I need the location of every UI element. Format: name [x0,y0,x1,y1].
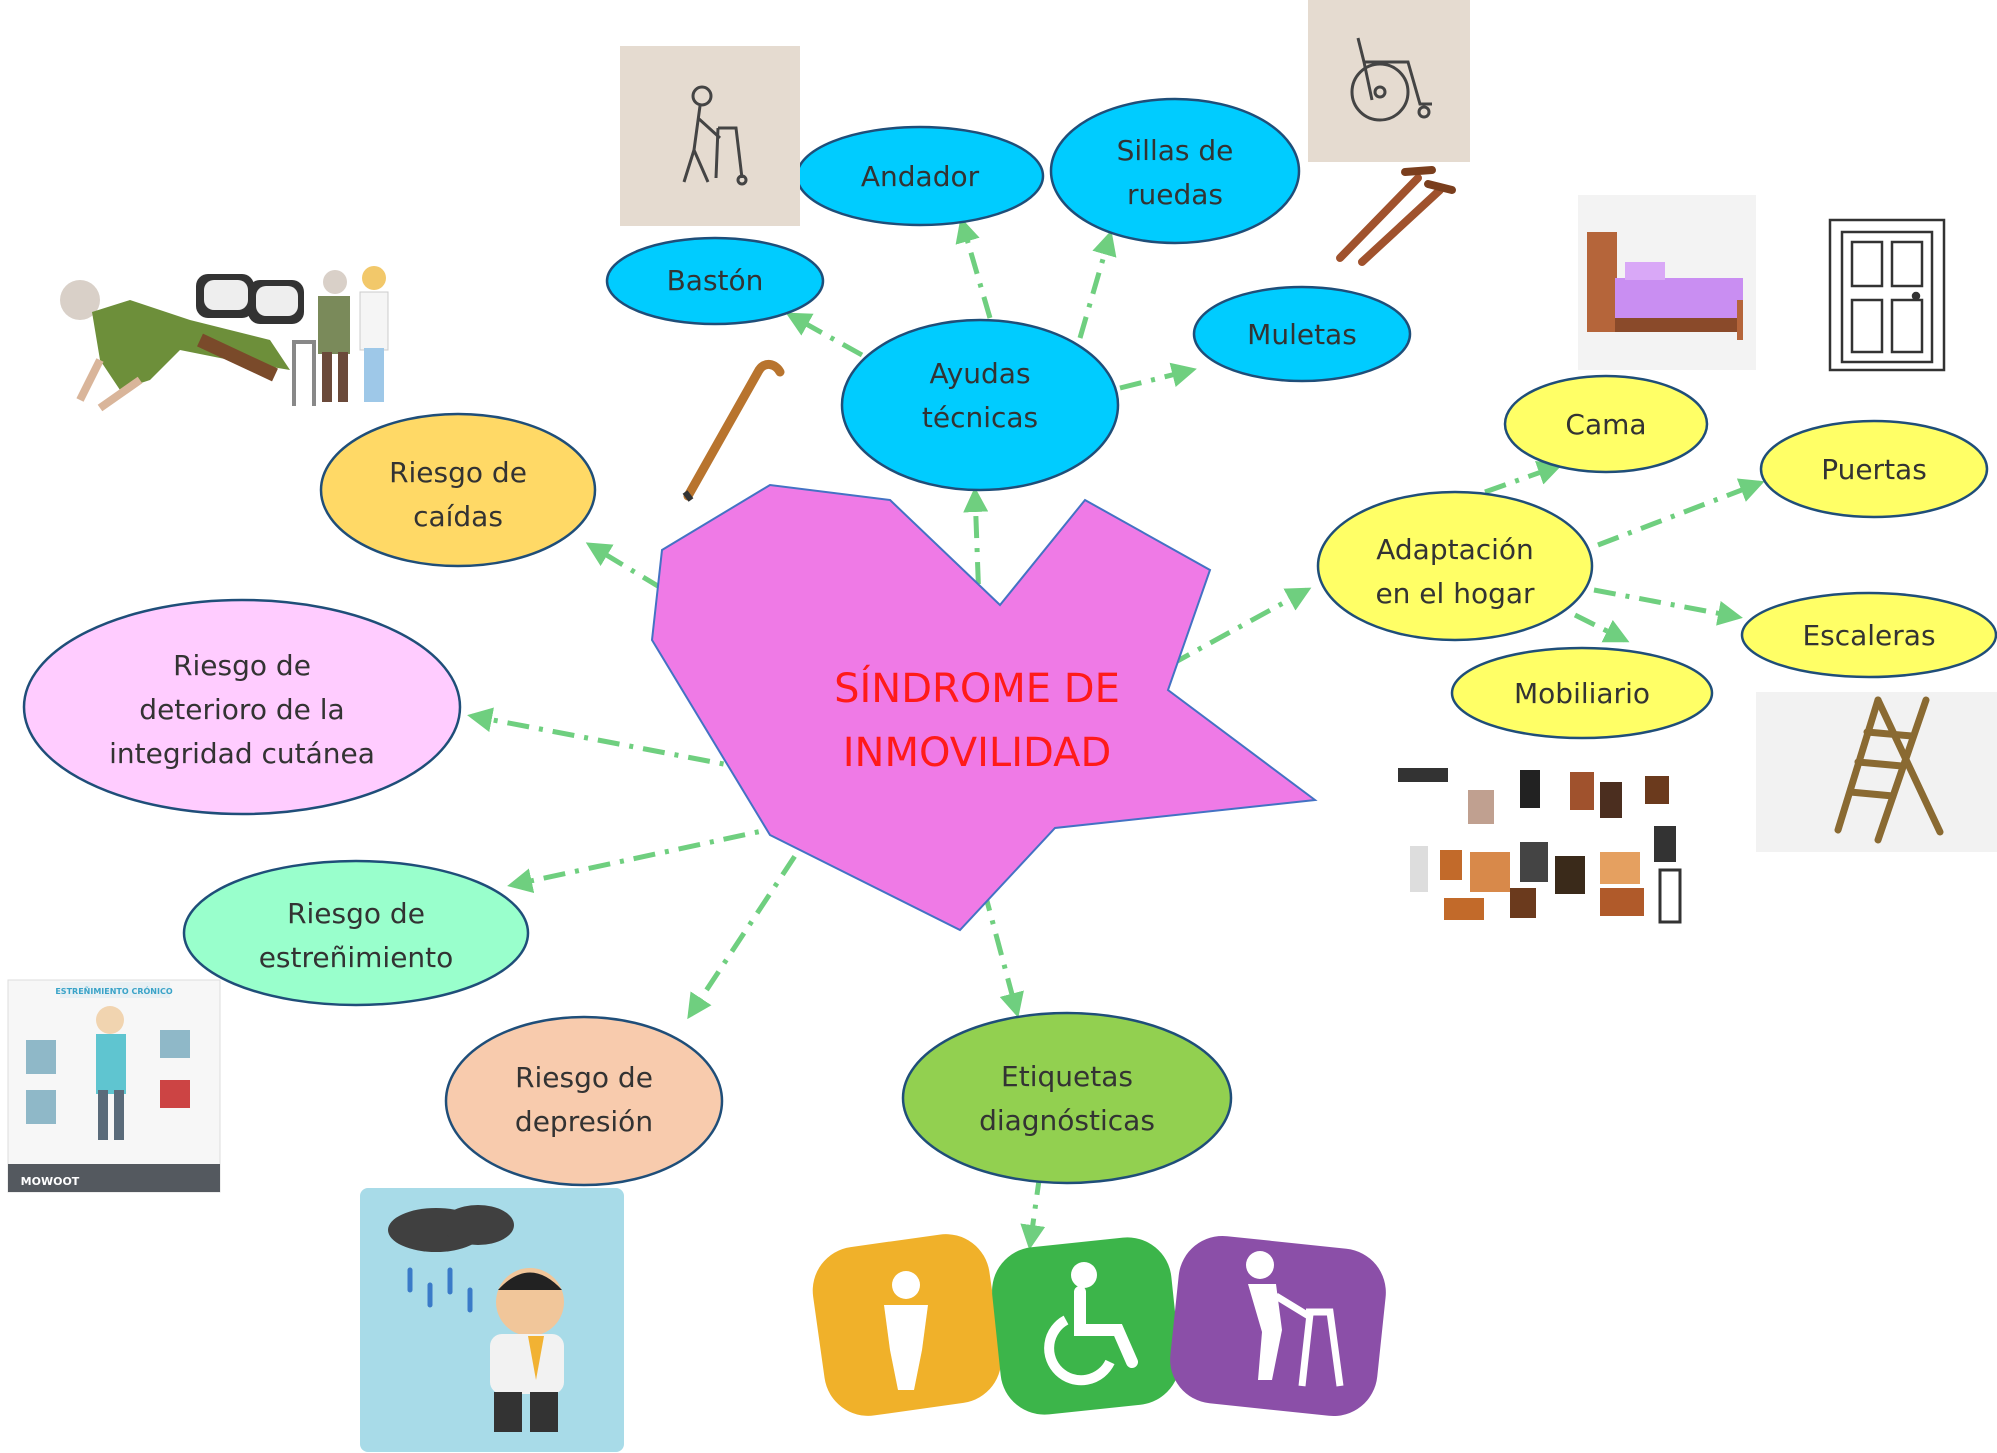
node-andador: Andador [795,125,1045,227]
connector-center-estrenimiento [507,822,791,893]
infographic-brand: MOWOOT [21,1175,80,1188]
constipation-infographic: ESTREÑIMIENTO CRÓNICO MOWOOT [7,979,221,1193]
node-etiquetas: Etiquetas diagnósticas [901,1011,1233,1185]
node-sillas: Sillas de ruedas [1049,97,1301,245]
crutches-icon [1336,166,1456,266]
node-ayudas-line-2: técnicas [922,401,1038,434]
node-escaleras-line-1: Escaleras [1802,619,1935,652]
cane-icon [682,360,785,502]
connector-ayudas-andador [955,217,993,319]
connector-ayudas-sillas [1077,230,1117,339]
bed-icon [1578,195,1756,370]
node-muletas: Muletas [1192,285,1412,383]
furniture-icon [1398,768,1682,924]
wheelchair-icon [1308,0,1470,162]
connector-ayudas-muletas [1119,362,1197,391]
center-node: SÍNDROME DE INMOVILIDAD [650,483,1318,932]
connector-adaptacion-puertas [1597,478,1765,548]
connector-center-depresion [687,816,823,1020]
node-sillas-line-2: ruedas [1127,178,1223,211]
node-depresion-line-2: depresión [515,1105,653,1138]
infographic-title: ESTREÑIMIENTO CRÓNICO [55,985,172,996]
walker-person-icon [1170,1235,1386,1417]
node-puertas-line-1: Puertas [1821,453,1927,486]
node-cama: Cama [1503,374,1709,474]
caregiver-icon [292,266,389,406]
node-estrenimiento-line-1: Riesgo de [287,897,425,930]
node-mobiliario: Mobiliario [1450,646,1714,740]
node-sillas-line-1: Sillas de [1117,134,1234,167]
connector-adaptacion-cama [1484,460,1563,495]
center-title-line-2: INMOVILIDAD [843,730,1112,776]
standing-person-icon [812,1234,1002,1416]
fallen-elderly-icon [60,280,290,412]
node-estrenimiento-line-2: estreñimiento [259,941,454,974]
connector-center-cutanea [467,707,756,773]
node-depresion-line-1: Riesgo de [515,1061,653,1094]
node-cutanea: Riesgo de deterioro de la integridad cut… [22,598,462,816]
node-etiquetas-line-2: diagnósticas [979,1104,1155,1137]
node-adaptacion: Adaptación en el hogar [1316,490,1594,642]
node-muletas-line-1: Muletas [1247,318,1357,351]
connector-center-adaptacion [1168,587,1312,668]
node-baston: Bastón [605,236,825,326]
node-caidas-line-2: caídas [413,500,503,533]
depressed-man-icon [360,1188,624,1452]
node-caidas-line-1: Riesgo de [389,456,527,489]
node-cutanea-line-1: Riesgo de [173,649,311,682]
walker-user-icon [620,46,800,226]
node-mobiliario-line-1: Mobiliario [1514,677,1650,710]
node-caidas: Riesgo de caídas [319,412,597,568]
node-ayudas-line-1: Ayudas [929,357,1030,390]
connector-center-etiquetas [969,844,1024,1018]
node-escaleras: Escaleras [1740,591,1997,679]
connector-adaptacion-escaleras [1593,587,1743,626]
wheelchair-badge-icon [992,1237,1180,1415]
node-etiquetas-line-1: Etiquetas [1001,1060,1133,1093]
door-icon [1828,218,1946,372]
ladder-icon [1756,692,1997,852]
node-puertas: Puertas [1759,419,1989,519]
node-cutanea-line-3: integridad cutánea [109,737,375,770]
node-baston-line-1: Bastón [667,264,764,297]
node-cama-line-1: Cama [1565,408,1646,441]
node-cutanea-line-2: deterioro de la [139,693,344,726]
connector-etiquetas-icons [1020,1172,1046,1250]
node-andador-line-1: Andador [861,160,980,193]
center-star-shape [650,483,1318,932]
node-ayudas: Ayudas técnicas [840,318,1120,492]
center-title-line-1: SÍNDROME DE [834,664,1120,712]
node-estrenimiento: Riesgo de estreñimiento [182,859,530,1007]
node-depresion: Riesgo de depresión [444,1015,724,1187]
connector-ayudas-baston [785,312,864,358]
node-adaptacion-line-2: en el hogar [1375,577,1535,610]
glasses-icon [196,274,304,324]
node-adaptacion-line-1: Adaptación [1376,533,1534,566]
connector-adaptacion-mobiliario [1573,612,1630,643]
